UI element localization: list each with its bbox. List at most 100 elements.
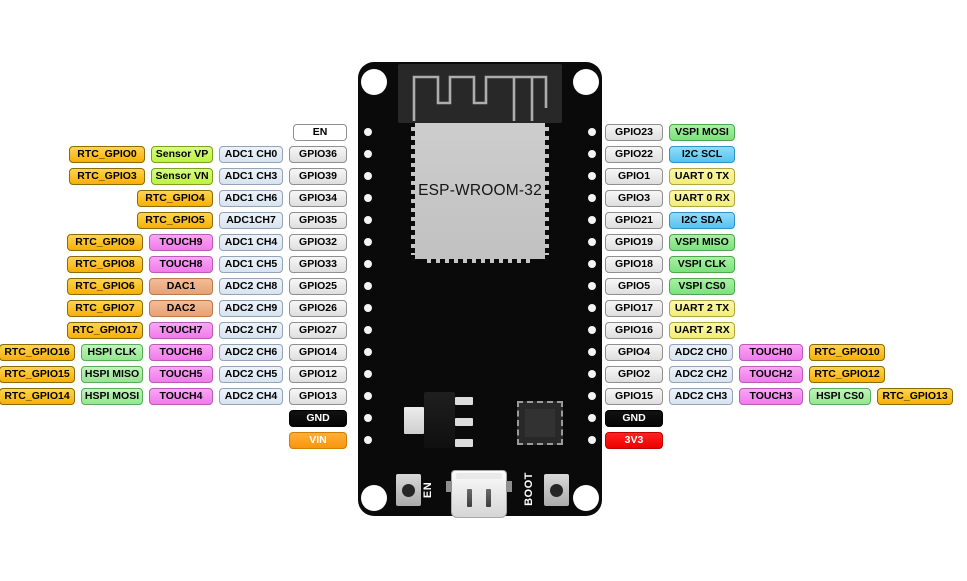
- board-pin-dot: [364, 260, 372, 268]
- usb-uart-chip: [517, 401, 563, 445]
- pin-gpio3: GPIO3: [605, 190, 663, 207]
- pin-gpio39: GPIO39: [289, 168, 347, 185]
- board-pin-dot: [364, 370, 372, 378]
- pin-sensor-vp: Sensor VP: [151, 146, 213, 163]
- pin-3v3: 3V3: [605, 432, 663, 449]
- en-button-label: EN: [422, 481, 434, 499]
- board-pin-dot: [364, 194, 372, 202]
- right-pin-row-15: 3V3: [605, 432, 663, 449]
- mounting-hole: [361, 485, 387, 511]
- pin-rtc-gpio8: RTC_GPIO8: [67, 256, 143, 273]
- pin-rtc-gpio10: RTC_GPIO10: [809, 344, 885, 361]
- left-pin-row-11: RTC_GPIO16 HSPI CLK TOUCH6 ADC2 CH6 GPIO14: [0, 344, 347, 361]
- pin-uart-2-rx: UART 2 RX: [669, 322, 735, 339]
- pin-touch8: TOUCH8: [149, 256, 213, 273]
- pin-hspi-miso: HSPI MISO: [81, 366, 143, 383]
- pin-gpio19: GPIO19: [605, 234, 663, 251]
- pin-touch5: TOUCH5: [149, 366, 213, 383]
- usb-mount-tab: [446, 481, 452, 492]
- pin-rtc-gpio3: RTC_GPIO3: [69, 168, 145, 185]
- board-pin-dot: [588, 348, 596, 356]
- pin-en: EN: [293, 124, 347, 141]
- pin-gpio15: GPIO15: [605, 388, 663, 405]
- pin-gpio35: GPIO35: [289, 212, 347, 229]
- voltage-regulator-tab: [404, 407, 424, 434]
- board-pin-dot: [364, 436, 372, 444]
- pin-touch2: TOUCH2: [739, 366, 803, 383]
- pin-rtc-gpio17: RTC_GPIO17: [67, 322, 143, 339]
- board-pin-dot: [364, 414, 372, 422]
- pin-rtc-gpio4: RTC_GPIO4: [137, 190, 213, 207]
- pin-dac2: DAC2: [149, 300, 213, 317]
- board-pin-dot: [364, 392, 372, 400]
- pin-adc2-ch8: ADC2 CH8: [219, 278, 283, 295]
- board-pin-dot: [588, 260, 596, 268]
- pin-touch4: TOUCH4: [149, 388, 213, 405]
- board-pin-dot: [588, 194, 596, 202]
- regulator-leg: [455, 418, 473, 426]
- pin-vin: VIN: [289, 432, 347, 449]
- board-pin-dot: [364, 326, 372, 334]
- board-pin-dot: [588, 326, 596, 334]
- board-pin-dot: [588, 128, 596, 136]
- pin-gpio27: GPIO27: [289, 322, 347, 339]
- esp-wroom-32-module: ESP-WROOM-32: [411, 123, 549, 263]
- board-pin-dot: [588, 150, 596, 158]
- pin-gpio2: GPIO2: [605, 366, 663, 383]
- board-pin-dot: [364, 282, 372, 290]
- pin-touch6: TOUCH6: [149, 344, 213, 361]
- pin-adc1ch7: ADC1CH7: [219, 212, 283, 229]
- pin-adc2-ch7: ADC2 CH7: [219, 322, 283, 339]
- en-button-label-wrap: EN: [418, 473, 438, 507]
- chip-die: [525, 409, 555, 437]
- regulator-leg: [455, 397, 473, 405]
- pin-uart-2-tx: UART 2 TX: [669, 300, 735, 317]
- boot-button-label-wrap: BOOT: [519, 472, 539, 506]
- pin-gpio34: GPIO34: [289, 190, 347, 207]
- en-button-cap: [402, 484, 415, 497]
- module-label: ESP-WROOM-32: [418, 182, 542, 199]
- pin-gpio21: GPIO21: [605, 212, 663, 229]
- pin-sensor-vn: Sensor VN: [151, 168, 213, 185]
- pin-adc1-ch4: ADC1 CH4: [219, 234, 283, 251]
- pin-touch7: TOUCH7: [149, 322, 213, 339]
- pin-adc2-ch6: ADC2 CH6: [219, 344, 283, 361]
- board-pin-dot: [364, 304, 372, 312]
- board-pin-dot: [588, 436, 596, 444]
- board-pin-dot: [588, 282, 596, 290]
- usb-contact-slot: [467, 489, 472, 507]
- mounting-hole: [573, 485, 599, 511]
- right-pin-row-14: GND: [605, 410, 663, 427]
- pin-hspi-clk: HSPI CLK: [81, 344, 143, 361]
- pin-touch9: TOUCH9: [149, 234, 213, 251]
- board-pin-dot: [588, 304, 596, 312]
- pin-i2c-sda: I2C SDA: [669, 212, 735, 229]
- mounting-hole: [573, 69, 599, 95]
- pin-rtc-gpio13: RTC_GPIO13: [877, 388, 953, 405]
- esp32-dev-board: ESP-WROOM-32 EN BOOT: [358, 62, 602, 518]
- pin-gpio22: GPIO22: [605, 146, 663, 163]
- pin-adc1-ch6: ADC1 CH6: [219, 190, 283, 207]
- board-pin-dot: [364, 128, 372, 136]
- micro-usb-connector: [446, 470, 512, 518]
- boot-button: [544, 474, 569, 506]
- pin-adc2-ch4: ADC2 CH4: [219, 388, 283, 405]
- pin-gpio5: GPIO5: [605, 278, 663, 295]
- left-pin-row-1: EN: [293, 124, 347, 141]
- module-castellation: [427, 259, 533, 263]
- pin-gpio14: GPIO14: [289, 344, 347, 361]
- pin-rtc-gpio16: RTC_GPIO16: [0, 344, 75, 361]
- pin-gpio13: GPIO13: [289, 388, 347, 405]
- pin-uart-0-rx: UART 0 RX: [669, 190, 735, 207]
- pin-gpio36: GPIO36: [289, 146, 347, 163]
